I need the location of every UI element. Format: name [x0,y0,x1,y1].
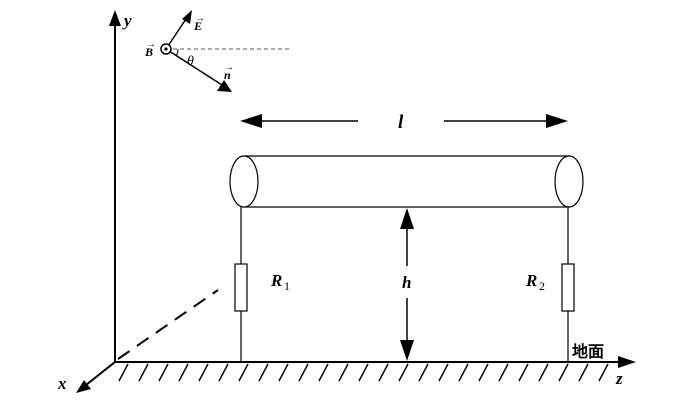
r1-subscript: 1 [284,279,290,293]
length-label: l [398,112,404,133]
height-dimension: h [400,208,414,361]
ground-hatch-mark [438,363,449,382]
ground-hatch-mark [538,363,549,382]
ground-hatch-mark [458,363,469,382]
b-vector-overarrow: → [146,39,156,50]
ground-hatch-mark [318,363,329,382]
e-vector-arrowhead [182,10,192,24]
ground-hatch-mark [598,363,609,382]
height-arrow-top [400,208,414,229]
cable-right-end-front [568,155,584,208]
z-axis-label: z [615,369,623,388]
ground-hatching [118,363,609,382]
ground-hatch-mark [578,363,589,382]
ground-hatch-mark [478,363,489,382]
incident-direction-dashed-line [117,289,219,360]
ground-hatch-mark [378,363,389,382]
cable-cylinder [229,155,584,208]
field-vectors: E → n → θ B → [144,10,292,92]
length-arrow-left [240,114,262,128]
r1-label: R [270,271,282,290]
e-vector-label: E [193,19,202,33]
ground-hatch-mark [238,363,249,382]
r2-resistor [561,263,575,312]
ground-hatch-mark [358,363,369,382]
ground-hatch-mark [338,363,349,382]
ground-hatch-mark [518,363,529,382]
ground-hatch-mark [298,363,309,382]
z-axis-arrowhead [618,356,636,368]
ground-hatch-mark [498,363,509,382]
ground-hatch-mark [178,363,189,382]
n-vector-line [165,48,223,86]
y-axis-label: y [122,11,132,30]
length-arrow-right [546,114,568,128]
x-axis: x [57,361,116,393]
ground-label: 地面 [572,342,604,361]
x-axis-arrowhead [76,380,91,393]
x-axis-label: x [57,374,67,393]
e-vector-line [165,18,187,50]
y-axis-arrowhead [109,10,121,26]
y-axis: y [109,10,132,362]
n-vector-arrowhead [217,80,232,92]
ground-hatch-mark [398,363,409,382]
height-arrow-bottom [400,340,414,361]
ground-z-axis: z 地面 [115,342,636,388]
right-termination: R 2 [525,207,575,362]
ground-hatch-mark [418,363,429,382]
r2-label: R [525,271,537,290]
n-vector-label: n [224,68,231,82]
theta-arc [175,48,179,57]
height-label: h [402,273,411,292]
b-vector-label: B [144,45,153,59]
ground-hatch-mark [558,363,569,382]
ground-hatch-mark [138,363,149,382]
theta-label: θ [187,54,194,69]
ground-hatch-mark [158,363,169,382]
length-dimension: l [240,112,568,133]
n-vector-overarrow: → [224,62,234,73]
b-vector-dot [164,47,168,51]
r2-subscript: 2 [539,279,545,293]
cable-left-end [229,155,259,208]
ground-hatch-mark [278,363,289,382]
ground-hatch-mark [198,363,209,382]
left-termination: R 1 [234,207,290,362]
cable-right-end-back [554,155,570,208]
r1-resistor [234,263,248,312]
ground-hatch-mark [258,363,269,382]
ground-hatch-mark [218,363,229,382]
e-vector-overarrow: → [195,13,205,24]
ground-hatch-mark [118,363,129,382]
